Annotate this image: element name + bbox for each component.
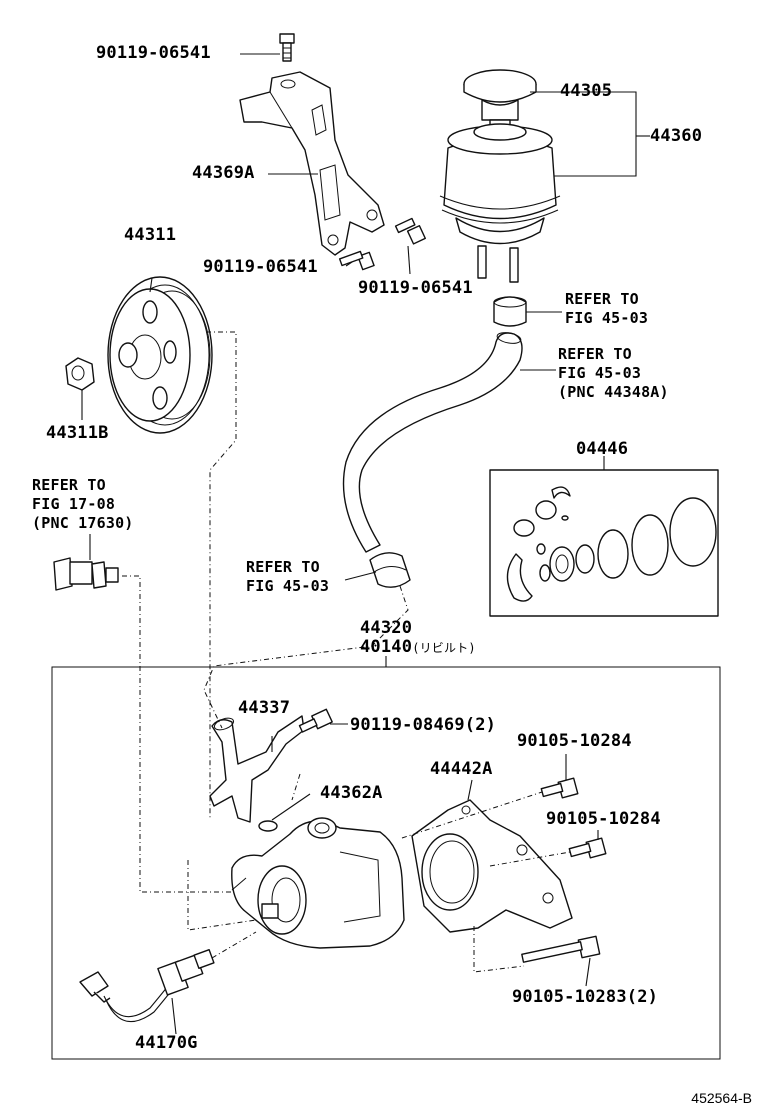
label-bolt-mid-right: 90119-06541 xyxy=(358,278,473,298)
label-pump-rebuilt-number: 40140 xyxy=(360,637,413,657)
clip-bottom-icon xyxy=(369,552,411,588)
label-pump-rebuilt-note: (リビルト) xyxy=(412,641,476,655)
label-refer-hose-1: REFER TO xyxy=(558,345,632,363)
reservoir-icon xyxy=(439,69,561,283)
gasket-kit-box xyxy=(489,469,719,617)
pressure-switch-icon xyxy=(53,557,119,591)
return-hose-icon xyxy=(342,332,523,553)
label-pulley: 44311 xyxy=(124,225,177,245)
label-refer-switch-3: (PNC 17630) xyxy=(32,514,134,532)
label-union: 44337 xyxy=(238,698,291,718)
long-bolt-icon xyxy=(521,935,601,963)
label-refer-hose-2: FIG 45-03 xyxy=(558,364,642,382)
oring-icon xyxy=(258,820,278,832)
bolt-bracket-right-icon xyxy=(394,217,427,245)
label-bracket: 44369A xyxy=(192,163,255,183)
label-bolt-mid-left: 90119-06541 xyxy=(203,257,318,277)
clip-top-icon xyxy=(493,296,527,327)
label-refer-hose-3: (PNC 44348A) xyxy=(558,383,669,401)
label-refer-clip-bottom-2: FIG 45-03 xyxy=(246,577,330,595)
label-reservoir-cap: 44305 xyxy=(560,81,613,101)
pulley-icon xyxy=(107,276,213,434)
union-icon xyxy=(209,715,305,823)
label-bolt-housing-1: 90105-10284 xyxy=(517,731,632,751)
label-bolt-housing-2: 90105-10284 xyxy=(546,809,661,829)
union-bolt-icon xyxy=(298,708,333,733)
label-gasket-kit: 04446 xyxy=(576,439,629,459)
housing-bolt-2-icon xyxy=(568,837,607,859)
pulley-nut-icon xyxy=(65,357,95,391)
housing-bolt-1-icon xyxy=(540,777,579,799)
label-reservoir: 44360 xyxy=(650,126,703,146)
label-bolt-long: 90105-10283(2) xyxy=(512,987,659,1007)
pump-body-icon xyxy=(231,817,405,949)
bolt-top-icon xyxy=(279,33,295,62)
label-pump-rebuilt: 40140(リビルト) xyxy=(360,638,476,658)
label-housing: 44442A xyxy=(430,759,493,779)
label-union-bolt: 90119-08469(2) xyxy=(350,715,497,735)
sensor-icon xyxy=(79,948,215,1023)
label-bolt-top: 90119-06541 xyxy=(96,43,211,63)
diagram-id: 452564-B xyxy=(691,1090,752,1106)
label-refer-switch-2: FIG 17-08 xyxy=(32,495,116,513)
label-refer-clip-top-1: REFER TO xyxy=(565,290,639,308)
label-pulley-nut: 44311B xyxy=(46,423,109,443)
label-refer-switch-1: REFER TO xyxy=(32,476,106,494)
label-pump-assy: 44320 xyxy=(360,618,413,638)
label-sensor: 44170G xyxy=(135,1033,198,1053)
label-refer-clip-top-2: FIG 45-03 xyxy=(565,309,649,327)
label-oring: 44362A xyxy=(320,783,383,803)
bolt-bracket-left-icon xyxy=(338,250,375,271)
label-refer-clip-bottom-1: REFER TO xyxy=(246,558,320,576)
bracket-icon xyxy=(239,71,385,256)
